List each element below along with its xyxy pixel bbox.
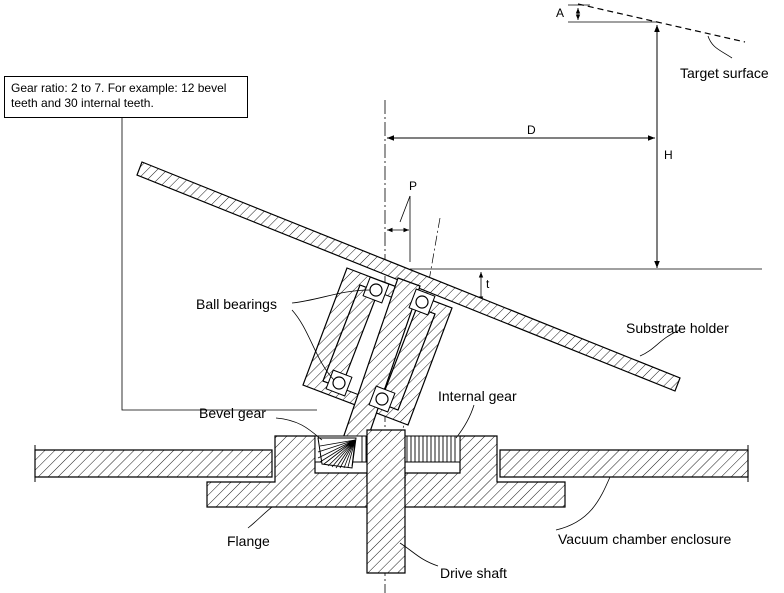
- bevel-gear-leader: [275, 417, 323, 441]
- ball-bearings-leader: [291, 289, 371, 304]
- target-surface-label: Target surface: [680, 65, 769, 81]
- bevel-gear-label: Bevel gear: [199, 405, 266, 421]
- substrate-holder-plate: [136, 161, 681, 392]
- target-surface-line: [577, 3, 746, 43]
- internal-gear-right: [404, 435, 461, 463]
- ball-bearings-label: Ball bearings: [196, 296, 277, 312]
- drive-shaft: [366, 429, 406, 574]
- bevel-gear: [317, 437, 357, 469]
- dim-d-label: D: [527, 123, 536, 137]
- ball-bearing-top-right: [408, 288, 436, 316]
- note-leader: [121, 118, 317, 411]
- dim-p-label: P: [409, 179, 417, 193]
- internal-gear-leader: [455, 404, 475, 439]
- substrate-holder-label: Substrate holder: [626, 320, 729, 336]
- drive-shaft-leader: [399, 542, 439, 567]
- dim-p-leader: [399, 195, 411, 223]
- ball-bearing-bottom-left: [325, 369, 353, 397]
- gear-ratio-note: Gear ratio: 2 to 7. For example: 12 beve…: [4, 76, 248, 118]
- drive-shaft-label: Drive shaft: [440, 565, 507, 581]
- ball-bearing-bottom-right: [368, 385, 396, 413]
- vacuum-chamber-left: [34, 449, 273, 478]
- dim-h-label: H: [664, 148, 673, 162]
- target-surface-leader: [707, 35, 733, 59]
- ball-bearings-leader-2: [291, 309, 335, 381]
- dim-t-label: t: [486, 277, 490, 291]
- vacuum-chamber-label: Vacuum chamber enclosure: [558, 531, 731, 547]
- flange-label: Flange: [227, 533, 270, 549]
- substrate-holder-leader: [639, 329, 681, 357]
- vacuum-chamber-right: [499, 449, 749, 478]
- vacuum-chamber-leader: [555, 476, 611, 531]
- internal-gear-label: Internal gear: [438, 388, 517, 404]
- flange-leader: [247, 506, 273, 529]
- ball-bearing-top-left: [362, 276, 390, 304]
- dim-a-label: A: [556, 6, 564, 20]
